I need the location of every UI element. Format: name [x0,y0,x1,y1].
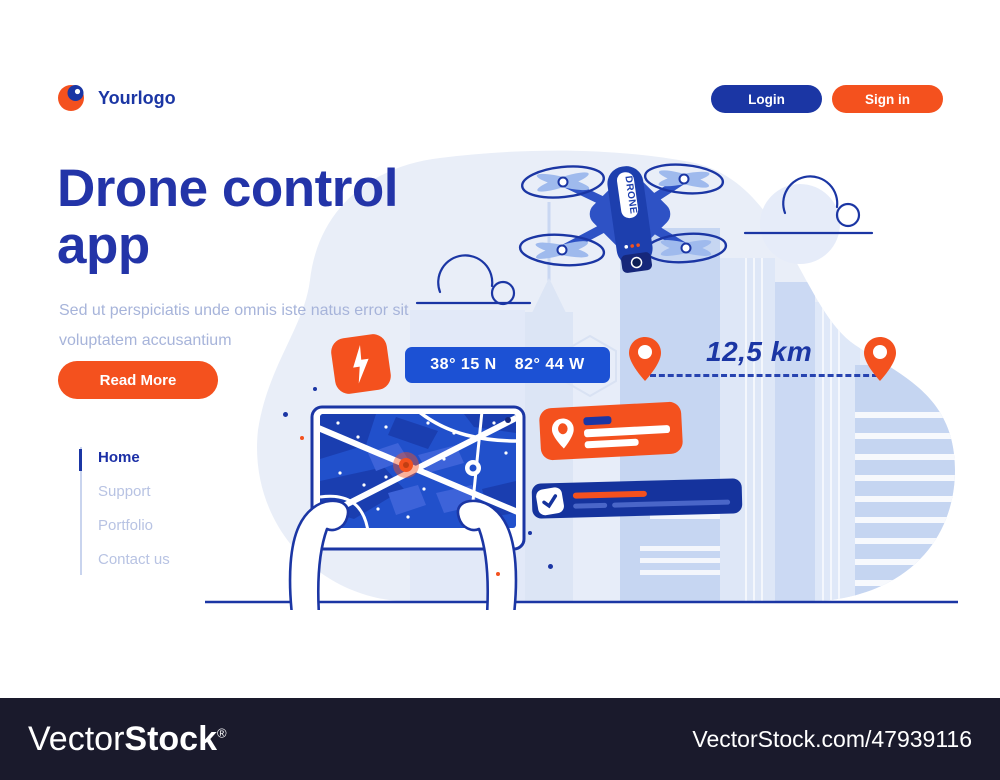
building-shape [775,282,815,602]
logo-text: Yourlogo [98,87,176,108]
pin-icon [551,418,574,449]
decor-dot [528,531,532,535]
logo-icon [58,85,84,111]
lightning-icon [353,344,369,384]
decor-dot [313,387,317,391]
progress-bar [572,490,647,499]
building-shape [855,365,956,602]
decor-dot [496,572,500,576]
distance-label: 12,5 km [706,336,813,367]
title-line1: Drone control [57,159,398,218]
decor-dot [548,564,553,569]
text-bar [583,424,671,437]
decor-dot [300,436,304,440]
read-more-button[interactable]: Read More [58,361,218,399]
map-dots [336,421,508,519]
building-shape [720,258,775,602]
cloud-backdrop [760,184,840,264]
watermark-bar: VectorStock® VectorStock.com/47939116 [0,698,1000,780]
nav-active-indicator [79,449,82,471]
sidebar-item-contact[interactable]: Contact us [98,551,170,568]
status-card [531,478,743,519]
coordinate-lon: 82° 44 W [514,356,585,373]
tablet-with-hands [288,405,526,610]
coordinates-bar: 38° 15 N 82° 44 W [405,347,610,383]
lightning-badge [329,332,393,396]
rotor-hubs [556,173,692,256]
title-line2: app [57,216,150,275]
nav-divider [80,447,82,575]
spire [531,278,567,315]
sidebar-item-support[interactable]: Support [98,483,151,500]
coordinate-lat: 38° 15 N [430,356,497,373]
location-card [538,401,684,461]
route-dashed-line [650,374,878,377]
login-button[interactable]: Login [711,85,822,113]
signin-button[interactable]: Sign in [832,85,943,113]
cloud-left-icon [415,254,532,306]
left-hand [288,499,350,610]
window-stripes [855,412,956,586]
drone-illustration: DRONE [518,163,728,273]
text-bar [573,502,608,509]
logo[interactable]: Yourlogo [58,85,176,111]
building-shape [815,302,860,602]
watermark-url: VectorStock.com/47939116 [692,725,972,752]
right-hand [456,499,518,610]
map-pin-end-icon [864,337,896,381]
decor-dot [283,412,288,417]
drone-hull [607,166,653,273]
tablet-camera [505,417,511,423]
drone-label: DRONE [622,175,638,215]
building-shape [573,350,620,602]
cloud-right-icon [743,175,874,235]
page-title: Drone control app [57,160,398,274]
text-bar [584,438,639,448]
map-marker [393,452,419,478]
sidebar-item-portfolio[interactable]: Portfolio [98,517,154,534]
map-pin-start-icon [629,337,661,381]
watermark-brand: VectorStock® [28,719,227,758]
checkmark-icon [535,485,565,516]
sidebar-item-home[interactable]: Home [98,449,140,466]
hero-subtitle: Sed ut perspiciatis unde omnis iste natu… [59,302,409,349]
text-bar [583,415,612,425]
text-bar [612,499,731,508]
